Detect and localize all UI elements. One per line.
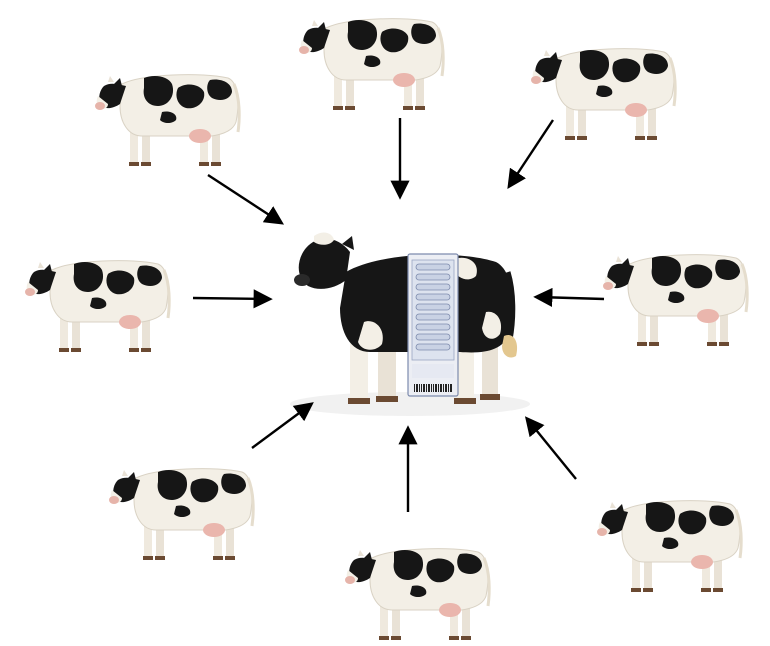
cow-bottom-center [343,547,491,642]
cow-middle-right [601,253,749,348]
test-strip-card [407,253,459,397]
arrow-top-right [507,119,555,190]
barcode [414,384,452,392]
cow-bottom-left [107,467,255,562]
cow-top-right [529,47,677,142]
cow-middle-left [23,259,171,354]
arrow-bottom-left [251,402,314,449]
strip-wells [415,263,451,351]
arrow-bottom-right [524,416,577,480]
arrow-middle-right [533,287,605,308]
arrow-middle-left [192,289,273,309]
cow-top-center [297,17,445,112]
arrows [192,118,605,512]
calf-center [294,233,517,404]
cow-bottom-right [595,499,743,594]
cow-top-left [93,73,241,168]
arrow-top-left [207,173,285,225]
